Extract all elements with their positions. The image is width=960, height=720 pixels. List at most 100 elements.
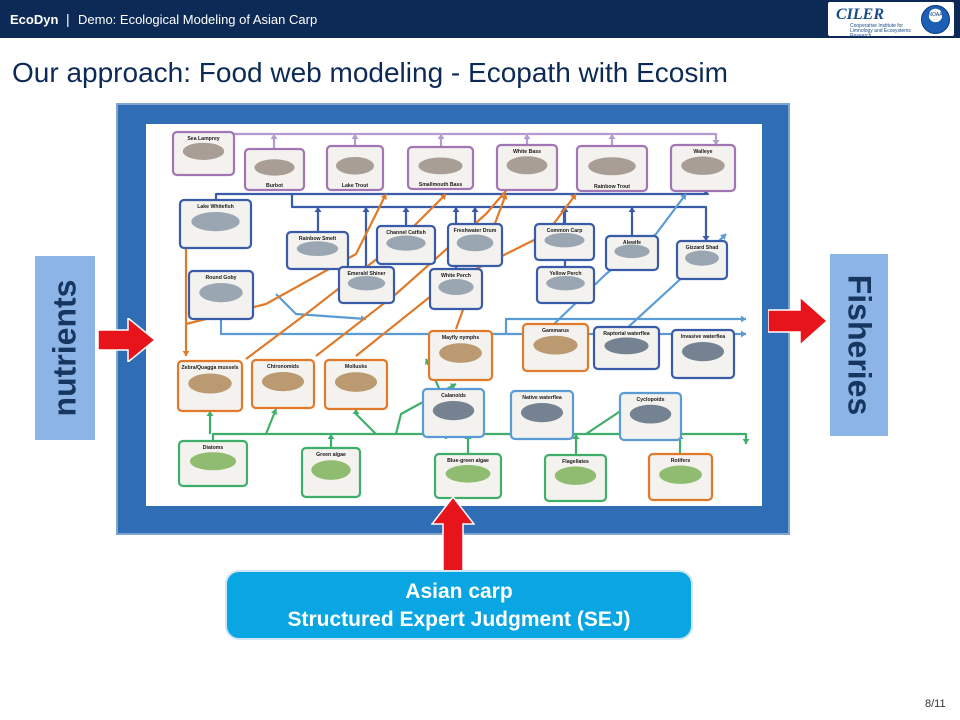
food-web-node-cyclopoids: Cyclopoids <box>618 391 683 442</box>
organism-icon <box>685 250 719 266</box>
food-web-arrowhead <box>314 207 322 212</box>
food-web-node-label: White Perch <box>441 273 471 279</box>
food-web-arrowhead <box>471 207 479 212</box>
food-web-node-label: Cyclopoids <box>637 397 665 403</box>
organism-icon <box>418 157 463 175</box>
food-web-node-label: Channel Catfish <box>386 230 426 236</box>
food-web-node-white-bass: White Bass <box>495 143 559 192</box>
food-web-node-label: Blue-green algae <box>447 458 489 464</box>
organism-icon <box>188 373 232 394</box>
organism-icon <box>681 156 725 175</box>
organism-icon <box>311 460 351 480</box>
food-web-node-label: Green algae <box>316 452 346 458</box>
food-web-node-walleye: Walleye <box>669 143 737 193</box>
food-web-arrowhead <box>742 439 750 444</box>
food-web-arrowhead <box>680 194 686 201</box>
fisheries-arrow-icon <box>768 296 828 346</box>
food-web-node-green-algae: Green algae <box>300 446 362 499</box>
organism-icon <box>546 276 585 291</box>
food-web-node-rainbow-smelt: Rainbow Smelt <box>285 230 350 271</box>
food-web-node-lake-whitefish: Lake Whitefish <box>178 198 253 250</box>
food-web-node-label: Emerald Shiner <box>347 271 385 277</box>
fisheries-label: Fisheries <box>841 274 878 416</box>
organism-icon <box>261 372 305 392</box>
food-web-arrowhead <box>702 236 710 241</box>
food-web-arrowhead <box>712 140 720 145</box>
food-web-node-label: White Bass <box>513 149 541 155</box>
food-web-node-calanoids: Calanoids <box>421 387 486 439</box>
food-web-node-rainbow-trout: Rainbow Trout <box>575 144 649 193</box>
food-web-node-label: Raptorial waterflea <box>603 331 650 337</box>
page-number: 8/11 <box>925 698 946 710</box>
sej-line-2: Structured Expert Judgment (SEJ) <box>287 608 631 631</box>
food-web-arrowhead <box>437 134 445 139</box>
organism-icon <box>335 157 375 175</box>
food-web-node-label: Burbot <box>266 183 283 189</box>
food-web-node-raptorial-waterflea: Raptorial waterflea <box>592 325 661 371</box>
food-web-node-label: Invasive waterflea <box>681 334 726 340</box>
organism-icon <box>182 142 225 160</box>
food-web-node-label: Alewife <box>623 240 641 246</box>
food-web-node-common-carp: Common Carp <box>533 222 596 262</box>
organism-icon <box>445 465 491 483</box>
food-web-node-native-waterflea: Native waterflea <box>509 389 575 441</box>
food-web-node-label: Zebra/Quagga mussels <box>181 365 238 371</box>
food-web-arrowhead <box>741 330 746 338</box>
food-web-arrowhead <box>449 383 456 390</box>
food-web-node-label: Freshwater Drum <box>454 228 497 234</box>
food-web-node-label: Calanoids <box>441 393 466 399</box>
partner-logos: CILER Cooperative Institute for Limnolog… <box>828 2 954 39</box>
nutrients-label-box: nutrients <box>35 256 95 440</box>
organism-icon <box>614 244 650 259</box>
food-web-node-label: Sea Lamprey <box>187 136 219 142</box>
food-web-arrowhead <box>608 134 616 139</box>
noaa-logo: NOAA <box>921 5 950 34</box>
organism-icon <box>456 234 494 252</box>
food-web-node-label: Walleye <box>693 149 712 155</box>
food-web-node-label: Yellow Perch <box>549 271 581 277</box>
food-web-node-blue-green-algae: Blue-green algae <box>433 452 503 500</box>
food-web-node-gammarus: Gammarus <box>521 322 590 373</box>
food-web-node-label: Native waterflea <box>522 395 562 401</box>
food-web-arrowhead <box>270 409 278 415</box>
food-web-node-label: Gammarus <box>542 328 569 334</box>
food-web-node-mayfly-nymphs: Mayfly nymphs <box>427 329 494 382</box>
food-web-node-lake-trout: Lake Trout <box>325 144 385 192</box>
food-web-arrowhead <box>452 207 460 212</box>
sej-line-1: Asian carp <box>405 580 513 603</box>
food-web-node-diatoms: Diatoms <box>177 439 249 488</box>
fisheries-label-box: Fisheries <box>830 254 888 436</box>
food-web-arrowhead <box>628 207 636 212</box>
food-web-node-label: Round Goby <box>205 275 236 281</box>
food-web-node-white-perch: White Perch <box>428 267 484 311</box>
organism-icon <box>432 401 475 421</box>
food-web-arrowhead <box>362 207 370 212</box>
food-web-link <box>275 293 367 321</box>
organism-icon <box>439 343 482 363</box>
header-subtitle: Demo: Ecological Modeling of Asian Carp <box>78 12 318 27</box>
header-separator: | <box>66 11 70 27</box>
food-web-arrowhead <box>500 194 508 200</box>
food-web-link <box>504 317 746 334</box>
sej-box: Asian carp Structured Expert Judgment (S… <box>225 570 693 640</box>
food-web-arrowhead <box>351 134 359 139</box>
food-web-node-round-goby: Round Goby <box>187 269 255 321</box>
organism-icon <box>189 452 237 471</box>
food-web-node-yellow-perch: Yellow Perch <box>535 265 596 305</box>
nutrients-label: nutrients <box>46 279 83 417</box>
food-web-node-alewife: Alewife <box>604 234 660 272</box>
food-web-node-label: Rainbow Trout <box>594 184 630 190</box>
food-web-arrowhead <box>182 351 190 356</box>
food-web-arrowhead <box>402 207 410 212</box>
organism-icon <box>588 157 636 176</box>
food-web-arrowhead <box>702 190 710 195</box>
food-web-node-label: Mollusks <box>345 364 367 370</box>
food-web-arrowhead <box>352 409 360 414</box>
food-web-arrowhead <box>270 134 278 139</box>
food-web-node-label: Diatoms <box>203 445 224 451</box>
food-web-node-gizzard-shad: Gizzard Shad <box>675 239 729 281</box>
organism-icon <box>681 342 725 362</box>
organism-icon <box>191 212 240 232</box>
food-web-node-label: Mayfly nymphs <box>442 335 480 341</box>
